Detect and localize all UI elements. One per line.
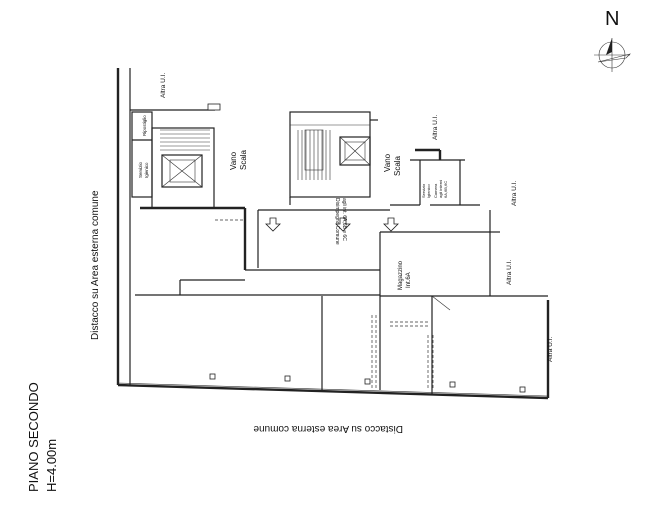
label-servizio-small-2: Igienico bbox=[426, 183, 431, 198]
label-vano-scala-2b: Scala bbox=[393, 155, 402, 176]
label-ripostiglio: Ripostiglio bbox=[142, 115, 147, 136]
label-vano-scala-2a: Vano bbox=[383, 153, 392, 172]
floor-height: H=4.00m bbox=[44, 439, 59, 492]
label-servizio-2: Igienico bbox=[144, 162, 149, 178]
label-magazzino-2: Int.6A bbox=[406, 272, 412, 288]
service-block bbox=[131, 103, 221, 209]
north-arrow-icon bbox=[594, 38, 631, 72]
label-altra-mid-right: Altra U.I. bbox=[432, 115, 439, 140]
boundary-bottom-label: Distacco su Area esterna comune bbox=[253, 423, 403, 434]
label-vano-scala-1b: Scala bbox=[239, 149, 248, 170]
stair-treads-2 bbox=[297, 130, 331, 180]
stairwell-2 bbox=[289, 111, 378, 205]
label-altra-far-right: Altra U.I. bbox=[547, 337, 554, 362]
label-camera-3: 6A,6B,6C bbox=[443, 181, 448, 198]
boundary-left-label: Distacco su Area esterna comune bbox=[90, 190, 101, 340]
label-altra-right: Altra U.I. bbox=[511, 181, 518, 206]
label-servizio-1: Servizio bbox=[138, 161, 143, 178]
label-altra-top: Altra U.I. bbox=[160, 73, 167, 98]
label-camera-1: Camera bbox=[433, 183, 438, 198]
label-servizio-small-1: Servizio bbox=[421, 183, 426, 198]
label-vano-scala-1a: Vano bbox=[229, 151, 238, 170]
column-markers bbox=[209, 373, 526, 393]
floor-name: PIANO SECONDO bbox=[26, 382, 41, 492]
label-altra-right2: Altra U.I. bbox=[506, 260, 513, 285]
label-camera-2: agli interni bbox=[438, 180, 443, 198]
interior-walls bbox=[135, 148, 548, 395]
label-disimpegno-1: Disimpegno Comune bbox=[334, 198, 340, 245]
label-disimpegno-2: agli int. 6A,6B e 6C bbox=[341, 198, 347, 241]
stair-treads-1 bbox=[160, 129, 210, 151]
label-magazzino-1: Magazzino bbox=[398, 260, 404, 290]
entry-arrows bbox=[265, 217, 399, 232]
north-label: N bbox=[605, 8, 619, 30]
building-outline bbox=[116, 68, 550, 400]
